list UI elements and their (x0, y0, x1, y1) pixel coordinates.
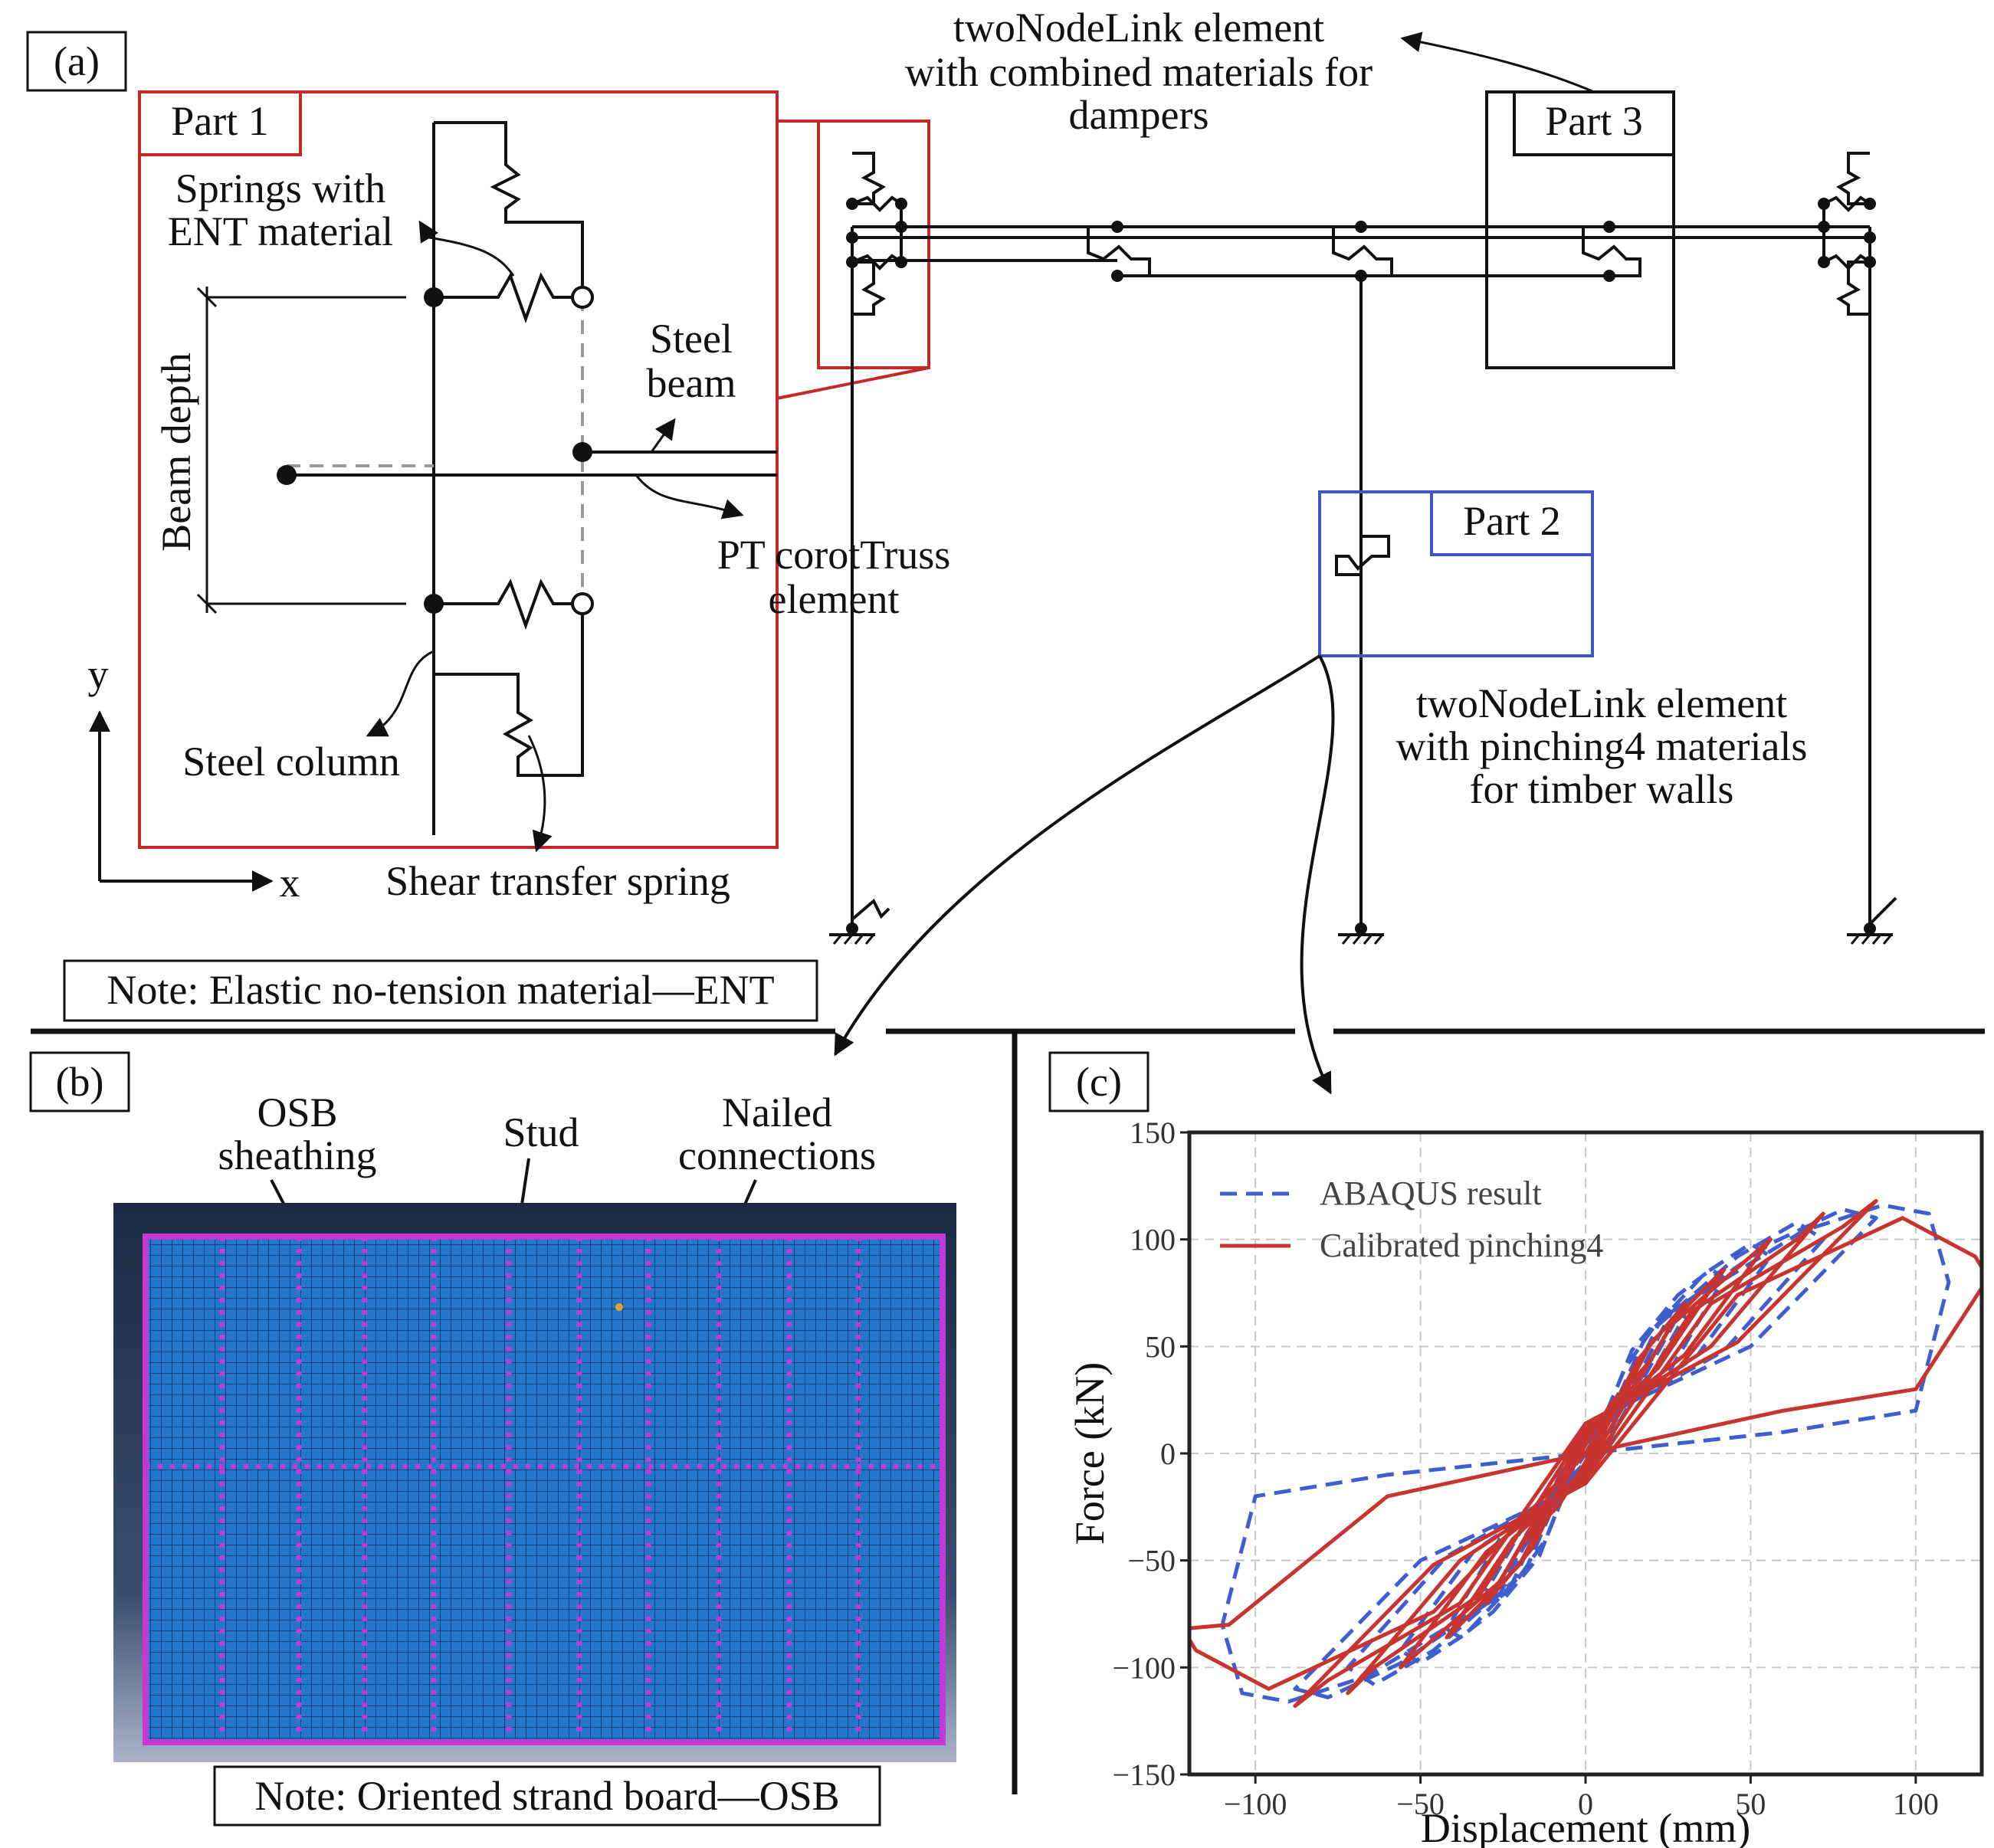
stud-lines (146, 1237, 943, 1742)
springs-label-1: Springs with (175, 165, 386, 211)
steel-beam-label-2: beam (647, 360, 736, 406)
wall-label-3: for timber walls (1470, 766, 1734, 812)
part2-label-box (1430, 490, 1594, 556)
node-bottom-right (571, 592, 594, 615)
damper-arrow (1400, 31, 1595, 93)
axis-x-label: x (280, 860, 300, 906)
panel-separators (31, 1028, 1985, 1794)
node-top-left (424, 287, 444, 307)
osb-mesh (143, 1234, 946, 1745)
part3-label: Part 3 (1545, 98, 1643, 144)
axis-y-label: y (88, 651, 109, 697)
shear-spring-label: Shear transfer spring (385, 858, 730, 904)
ent-spring-link-bottom (434, 578, 582, 630)
steel-column-label: Steel column (182, 739, 399, 785)
nailed-label-2: connections (678, 1132, 876, 1178)
wall-label-1: twoNodeLink element (1416, 680, 1787, 726)
legend-label-1: ABAQUS result (1320, 1175, 1542, 1212)
node-top-right (571, 286, 594, 309)
wall-label-2: with pinching4 materials (1396, 723, 1808, 769)
series-2-line (1189, 1198, 1982, 1709)
panel-b-tag: (b) (56, 1059, 104, 1105)
node-pt (277, 465, 297, 485)
steel-beam-arrow (650, 418, 676, 453)
ent-spring-link-top (434, 272, 582, 323)
x-tick-label: −100 (1224, 1787, 1287, 1821)
shear-spring-arrow (527, 735, 553, 853)
legend-label-2: Calibrated pinching4 (1320, 1227, 1603, 1264)
beam-depth-label: Beam depth (153, 352, 199, 551)
stud-label: Stud (503, 1109, 579, 1155)
ground-hatching (832, 934, 1893, 945)
connection-detail (287, 121, 777, 835)
x-tick-label: 50 (1735, 1787, 1766, 1821)
part3-label-box (1513, 90, 1675, 156)
y-tick-label: 0 (1160, 1437, 1176, 1471)
frame-nodes (846, 198, 1876, 935)
panel-b: (b) OSB sheathing Stud Nailed connection… (29, 1051, 956, 1827)
nailed-label-1: Nailed (722, 1089, 832, 1135)
x-tick-label: −50 (1396, 1787, 1445, 1821)
shear-transfer-spring (434, 604, 584, 777)
arrow-to-panel-c (1300, 655, 1335, 1095)
y-tick-label: −50 (1127, 1544, 1176, 1578)
osb-note: Note: Oriented strand board—OSB (254, 1773, 839, 1819)
springs-arrow (418, 220, 515, 277)
pt-label-2: element (769, 576, 900, 622)
part1-label: Part 1 (171, 98, 269, 144)
panel-a-tag: (a) (54, 38, 100, 84)
part1-label-box (138, 90, 302, 156)
ent-note: Note: Elastic no-tension material—ENT (107, 967, 774, 1013)
node-bottom-left (424, 594, 444, 614)
part2-label: Part 2 (1463, 498, 1561, 544)
y-axis-label: Force (kN) (1067, 1362, 1113, 1545)
part1-detail-box (138, 90, 779, 849)
y-tick-label: 100 (1130, 1223, 1176, 1257)
damper-label-1: twoNodeLink element (953, 5, 1324, 51)
mesh-marker (615, 1303, 623, 1311)
pt-label-1: PT corotTruss (717, 532, 951, 578)
panel-c: (c) −100 −50 0 50 100 −150 −100 −50 0 50 100 150Dis… (1048, 1051, 1984, 1848)
panel-a-tag-box (26, 31, 127, 92)
damper-label-2: with combined materials for (905, 49, 1373, 95)
osb-label-2: sheathing (218, 1132, 377, 1178)
panel-b-tag-box (29, 1051, 130, 1112)
y-tick-label: 150 (1130, 1116, 1176, 1150)
panel-c-tag: (c) (1076, 1059, 1122, 1105)
damper-label-3: dampers (1069, 92, 1209, 138)
springs-label-2: ENT material (168, 208, 393, 254)
ent-note-box (63, 959, 818, 1022)
ent-spring-top (434, 121, 584, 297)
x-tick-label: 100 (1893, 1787, 1939, 1821)
osb-label-1: OSB (257, 1089, 337, 1135)
panel-c-tag-box (1048, 1051, 1150, 1112)
x-axis-label: Displacement (mm) (1421, 1805, 1750, 1848)
beam-depth-dimension (196, 287, 406, 614)
x-tick-label: 0 (1578, 1787, 1593, 1821)
osb-note-box (213, 1765, 881, 1827)
hysteresis-chart: −100 −50 0 50 100 −150 −100 −50 0 50 100 150Displac… (1067, 1116, 1984, 1848)
steel-beam-label-1: Steel (650, 316, 733, 362)
y-tick-label: −100 (1112, 1650, 1176, 1685)
y-tick-label: −150 (1112, 1758, 1176, 1792)
arrow-to-panel-b (834, 654, 1321, 1057)
node-beam (572, 442, 592, 462)
y-tick-label: 50 (1145, 1329, 1176, 1364)
steel-column-arrow (366, 650, 435, 737)
panel-a: (a) Part 1 (26, 5, 1897, 1095)
pt-arrow (635, 474, 744, 519)
